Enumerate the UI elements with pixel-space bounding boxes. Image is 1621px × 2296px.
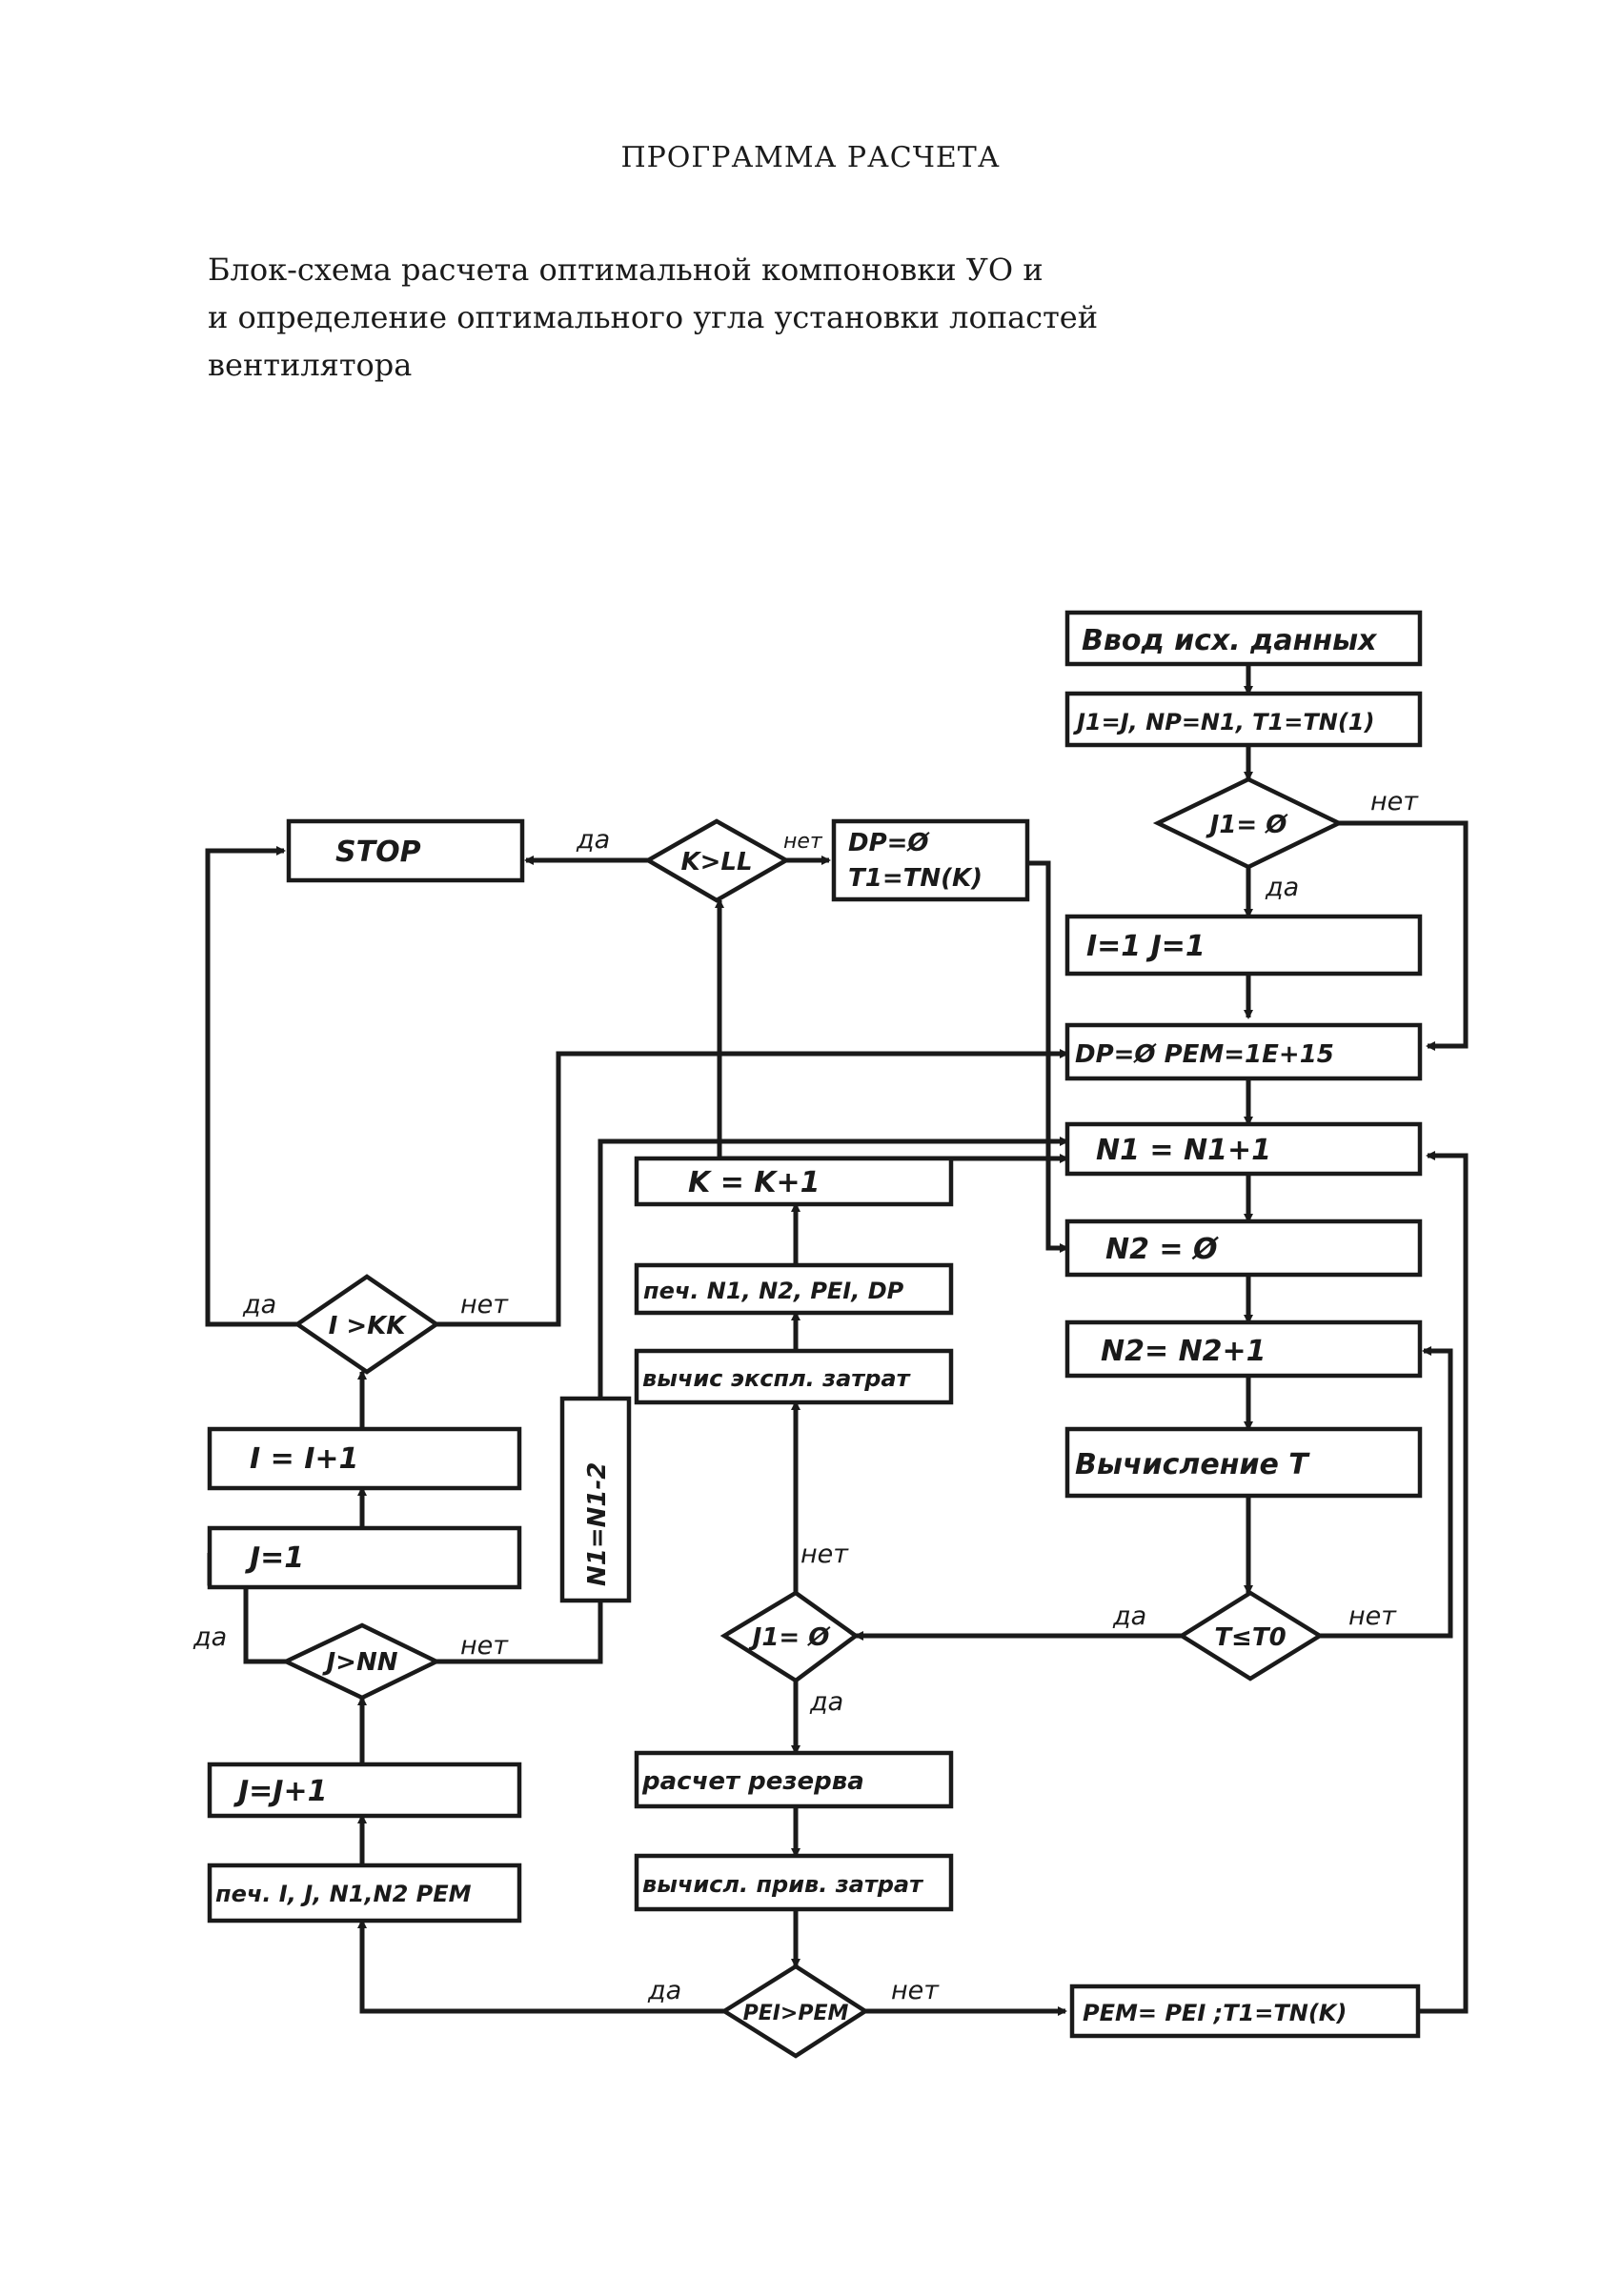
- block-n1-dec: N1=N1-2: [559, 1396, 632, 1603]
- subtitle: Блок-схема расчета оптимальной компоновк…: [208, 246, 1351, 389]
- decision-j1-zero-2: J1= Ø: [719, 1590, 860, 1683]
- block-i-j-one-text: I=1 J=1: [1086, 930, 1206, 963]
- block-n1-inc-text: N1 = N1+1: [1096, 1134, 1271, 1167]
- block-dp-pem-init: DP=Ø PEM=1E+15: [1064, 1022, 1423, 1081]
- block-dp-t1-line1: DP=Ø: [848, 829, 930, 857]
- block-i-inc-text: I = I+1: [250, 1442, 358, 1476]
- decision-pei-gt-pem: PEI>PEM: [719, 1964, 870, 2059]
- block-print-n1n2: печ. N1, N2, PEI, DP: [634, 1262, 954, 1316]
- subtitle-line-2: и определение оптимального угла установк…: [208, 299, 1099, 335]
- block-print-ij: печ. I, J, N1,N2 PEM: [207, 1863, 522, 1923]
- label-yes: да: [192, 1622, 227, 1652]
- block-n2-inc-text: N2= N2+1: [1101, 1335, 1266, 1368]
- label-yes: да: [1112, 1601, 1146, 1631]
- decision-j1-zero: J1= Ø: [1152, 776, 1345, 870]
- block-init-text: J1=J, NP=N1, T1=TN(1): [1073, 709, 1374, 735]
- label-yes: да: [647, 1976, 681, 2005]
- block-k-inc: K = K+1: [634, 1156, 954, 1207]
- branch-labels: нет да да нет да нет нет да да нет да не…: [192, 787, 1419, 2005]
- block-calc-exploit-text: вычис экспл. затрат: [642, 1365, 912, 1392]
- label-no: нет: [1370, 787, 1419, 816]
- block-j-one-text: J=1: [245, 1541, 304, 1575]
- connectors: [205, 664, 1469, 2016]
- block-j-inc-text: J=J+1: [233, 1775, 327, 1808]
- decision-j-gt-nn: J>NN: [280, 1622, 442, 1701]
- block-dp-t1-line2: T1=TN(K): [848, 864, 983, 893]
- block-pem-update: PEM= PEI ;T1=TN(K): [1069, 1984, 1421, 2039]
- label-no: нет: [800, 1540, 849, 1569]
- label-no: нет: [1348, 1601, 1397, 1631]
- block-reserve-text: расчет резерва: [641, 1767, 864, 1796]
- label-yes: да: [1265, 873, 1299, 902]
- connector: [1339, 820, 1469, 1051]
- block-reserve: расчет резерва: [634, 1750, 954, 1809]
- block-init: J1=J, NP=N1, T1=TN(1): [1064, 691, 1423, 748]
- block-n2-zero-text: N2 = Ø: [1105, 1233, 1219, 1266]
- decision-pei-gt-pem-text: PEI>PEM: [743, 2002, 849, 2025]
- block-j-inc: J=J+1: [207, 1762, 522, 1819]
- decision-j1-zero-2-text: J1= Ø: [748, 1623, 832, 1652]
- connector: [205, 846, 297, 1327]
- block-n1-inc: N1 = N1+1: [1064, 1121, 1423, 1177]
- block-i-inc: I = I+1: [207, 1426, 522, 1491]
- label-no: нет: [460, 1631, 509, 1661]
- block-calc-t: Вычисление T: [1064, 1426, 1423, 1499]
- label-no: нет: [460, 1290, 509, 1319]
- label-no: нет: [891, 1976, 940, 2005]
- connector: [598, 1137, 1069, 1399]
- block-n1-dec-text: N1=N1-2: [583, 1462, 612, 1586]
- block-calc-t-text: Вычисление T: [1075, 1448, 1310, 1481]
- block-stop: STOP: [286, 818, 525, 883]
- decision-k-gt-ll-text: K>LL: [680, 848, 752, 876]
- label-yes: да: [576, 825, 610, 855]
- decision-t-le-t0: T≤T0: [1177, 1590, 1325, 1682]
- decision-t-le-t0-text: T≤T0: [1214, 1623, 1286, 1652]
- block-dp-pem-init-text: DP=Ø PEM=1E+15: [1075, 1040, 1334, 1069]
- decision-i-gt-kk-text: I >KK: [329, 1312, 408, 1340]
- block-n2-zero: N2 = Ø: [1064, 1218, 1423, 1278]
- connector: [1320, 1346, 1453, 1639]
- block-k-inc-text: K = K+1: [688, 1166, 821, 1199]
- label-no: нет: [783, 830, 823, 854]
- decision-k-gt-ll: K>LL: [643, 818, 791, 903]
- label-yes: да: [242, 1290, 276, 1319]
- block-dp-t1: DP=Ø T1=TN(K): [831, 818, 1030, 902]
- connector: [1418, 1151, 1469, 2014]
- decision-j1-zero-text: J1= Ø: [1206, 811, 1289, 839]
- block-print-n1n2-text: печ. N1, N2, PEI, DP: [643, 1278, 904, 1304]
- block-i-j-one: I=1 J=1: [1064, 914, 1423, 977]
- page-title: ПРОГРАММА РАСЧЕТА: [620, 141, 1001, 174]
- block-input-text: Ввод исх. данных: [1082, 624, 1378, 657]
- decision-j-gt-nn-text: J>NN: [322, 1648, 398, 1677]
- subtitle-line-1: Блок-схема расчета оптимальной компоновк…: [208, 252, 1044, 288]
- block-stop-text: STOP: [335, 836, 421, 869]
- block-reduced-costs: вычисл. прив. затрат: [634, 1853, 954, 1912]
- connector: [436, 1601, 603, 1664]
- label-yes: да: [809, 1687, 843, 1717]
- block-j-one: J=1: [207, 1525, 522, 1590]
- block-reduced-costs-text: вычисл. прив. затрат: [642, 1871, 924, 1898]
- block-calc-exploit: вычис экспл. затрат: [634, 1348, 954, 1405]
- block-print-ij-text: печ. I, J, N1,N2 PEM: [215, 1881, 472, 1907]
- block-pem-update-text: PEM= PEI ;T1=TN(K): [1083, 2000, 1347, 2026]
- connector: [357, 1919, 724, 2014]
- decision-i-gt-kk: I >KK: [294, 1274, 440, 1375]
- connector: [436, 1049, 1069, 1327]
- block-input: Ввод исх. данных: [1064, 610, 1423, 667]
- block-n2-inc: N2= N2+1: [1064, 1319, 1423, 1379]
- subtitle-line-3: вентилятора: [208, 347, 413, 383]
